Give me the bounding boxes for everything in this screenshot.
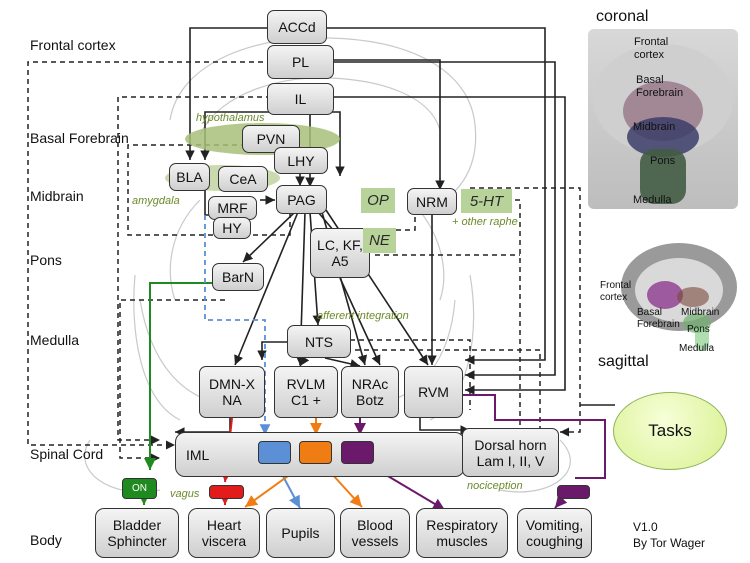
node-blood-vessels[interactable]: Blood vessels [340, 508, 410, 558]
version-label: V1.0 [633, 520, 658, 534]
row-label-frontal-cortex: Frontal cortex [30, 37, 116, 53]
node-pag[interactable]: PAG [276, 185, 327, 214]
row-label-pons: Pons [30, 252, 62, 268]
note-other-raphe: + other raphe [452, 216, 518, 228]
note-nociception: nociception [467, 480, 523, 492]
node-accd[interactable]: ACCd [267, 10, 327, 44]
node-nts[interactable]: NTS [287, 325, 351, 358]
chip-vomit-pathway [557, 485, 590, 499]
coronal-label-pons: Pons [650, 155, 676, 167]
node-pupils[interactable]: Pupils [266, 508, 335, 558]
chip-vagus [209, 485, 244, 499]
sagittal-brain-image: Frontal cortex Basal Forebrain Midbrain … [597, 235, 742, 355]
tasks-button[interactable]: Tasks [613, 392, 727, 470]
node-dmn-x-na[interactable]: DMN-X NA [199, 366, 265, 418]
node-il[interactable]: IL [267, 83, 334, 115]
row-label-spinal-cord: Spinal Cord [30, 446, 104, 462]
chip-vascular-pathway [299, 441, 332, 464]
tag-op: OP [361, 188, 395, 213]
coronal-label-basal: Basal Forebrain [636, 74, 684, 99]
node-pl[interactable]: PL [267, 45, 334, 79]
node-dorsal-horn[interactable]: Dorsal horn Lam I, II, V [462, 428, 559, 477]
node-nrac-botz[interactable]: NRAc Botz [341, 366, 399, 418]
coronal-label-frontal: Frontal cortex [634, 36, 669, 61]
sagittal-label-basal: Basal Forebrain [637, 307, 680, 330]
node-respiratory-muscles[interactable]: Respiratory muscles [416, 508, 508, 558]
sagittal-label-midbrain: Midbrain [681, 307, 720, 318]
node-rvlm-c1[interactable]: RVLM C1 + [274, 366, 338, 418]
node-bladder-sphincter[interactable]: Bladder Sphincter [95, 508, 179, 558]
node-mrf[interactable]: MRF [208, 196, 257, 220]
node-lc-kf-a5[interactable]: LC, KF, A5 [310, 228, 370, 278]
note-hypothalamus: hypothalamus [196, 112, 265, 124]
node-vomiting-coughing[interactable]: Vomiting, coughing [517, 508, 592, 558]
sagittal-label-pons: Pons [687, 324, 710, 335]
tag-ne: NE [363, 228, 396, 253]
node-bla[interactable]: BLA [169, 163, 210, 191]
coronal-title: coronal [596, 8, 649, 25]
row-label-body: Body [30, 532, 62, 548]
coronal-label-medulla: Medulla [633, 194, 672, 206]
chip-pupil-pathway [258, 441, 291, 464]
sagittal-label-frontal: Frontal cortex [600, 280, 632, 303]
author-label: By Tor Wager [633, 536, 706, 550]
coronal-label-midbrain: Midbrain [633, 121, 676, 133]
node-heart-viscera[interactable]: Heart viscera [188, 508, 260, 558]
node-cea[interactable]: CeA [218, 166, 268, 192]
sagittal-label-medulla: Medulla [679, 343, 715, 354]
chip-respiratory-pathway [341, 441, 374, 464]
note-vagus: vagus [170, 488, 200, 500]
coronal-brain-image: Frontal cortex Basal Forebrain Midbrain … [588, 29, 738, 209]
node-rvm[interactable]: RVM [404, 366, 463, 418]
node-lhy[interactable]: LHY [274, 147, 328, 174]
node-barn[interactable]: BarN [212, 263, 264, 291]
row-label-midbrain: Midbrain [30, 188, 84, 204]
tag-5-ht: 5-HT [461, 189, 512, 213]
note-afferent-integration: afferent integration [317, 310, 409, 322]
node-nrm[interactable]: NRM [407, 188, 457, 215]
sagittal-title: sagittal [598, 353, 649, 370]
chip-on: ON [122, 478, 157, 499]
note-amygdala: amygdala [132, 195, 180, 207]
row-label-basal-forebrain: Basal Forebrain [30, 130, 129, 146]
node-hy[interactable]: HY [213, 217, 251, 239]
row-label-medulla: Medulla [30, 332, 80, 348]
